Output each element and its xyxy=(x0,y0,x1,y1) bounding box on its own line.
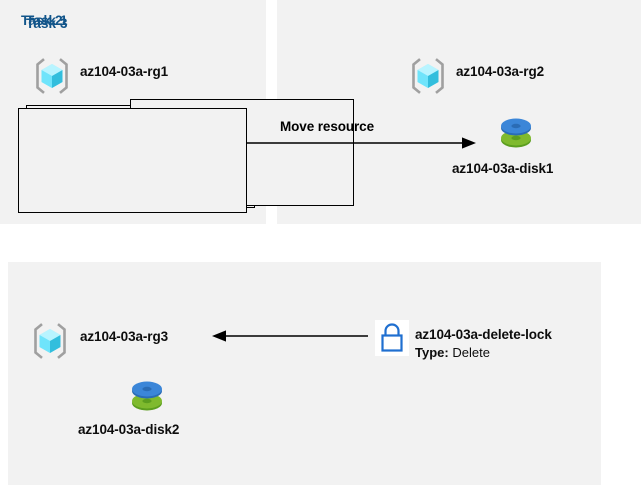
resource-group-label: az104-03a-rg2 xyxy=(456,64,545,79)
move-resource-label: Move resource xyxy=(280,119,374,134)
resource-label: az104-03a-disk2 xyxy=(78,422,180,437)
lock-name-label: az104-03a-delete-lock xyxy=(415,327,552,342)
resource-group-label: az104-03a-rg1 xyxy=(80,64,169,79)
task3-resource-container xyxy=(18,108,247,213)
lock-type-key: Type: xyxy=(415,345,449,360)
resource-group-icon xyxy=(32,56,72,96)
lock-type-value: Delete xyxy=(452,345,490,360)
task3-title: Task 3 xyxy=(26,16,68,31)
resource-label: az104-03a-disk1 xyxy=(452,161,554,176)
lock-icon xyxy=(375,320,409,356)
task2-title: Task 2 xyxy=(21,13,63,28)
disk-icon xyxy=(495,112,537,154)
resource-group-label: az104-03a-rg3 xyxy=(80,329,169,344)
lock-applies-arrow xyxy=(212,327,368,345)
resource-group-icon xyxy=(30,321,70,361)
disk-icon xyxy=(126,375,168,417)
task3-panel xyxy=(8,262,601,485)
resource-group-icon xyxy=(408,56,448,96)
lock-type-line: Type: Delete xyxy=(415,345,490,360)
task1-title: Task 1 xyxy=(26,13,68,28)
